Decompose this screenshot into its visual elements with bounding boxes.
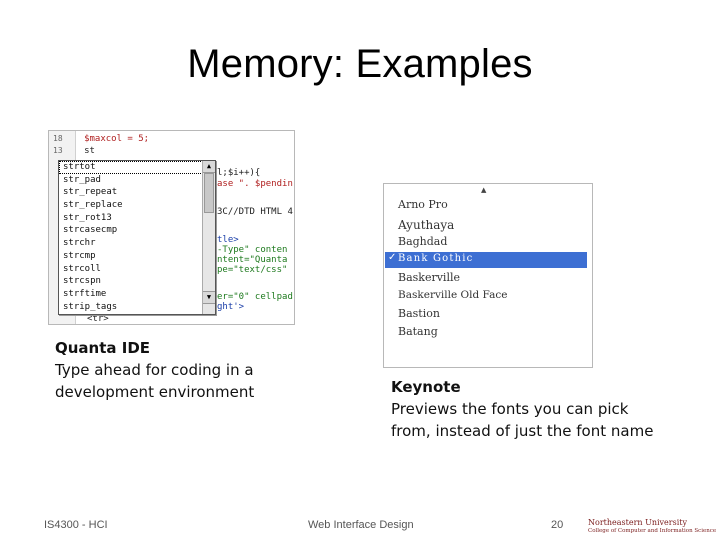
line-number: 18 bbox=[53, 134, 63, 143]
code-text: 3C//DTD HTML 4 bbox=[217, 207, 293, 217]
scrollbar-thumb[interactable] bbox=[204, 173, 214, 213]
code-line: ase ". $pendin bbox=[217, 179, 293, 189]
code-text: ntent="Quanta bbox=[217, 255, 288, 265]
code-text: ase ". $pendin bbox=[217, 179, 293, 189]
autocomplete-item[interactable]: strip_tags bbox=[63, 301, 118, 312]
keynote-caption: Keynote Previews the fonts you can pick … bbox=[391, 376, 653, 442]
footer-lecture-title: Web Interface Design bbox=[308, 519, 414, 531]
autocomplete-item[interactable]: str_pad bbox=[63, 174, 101, 185]
code-line: tle> bbox=[217, 235, 239, 245]
font-menu-item[interactable]: Ayuthaya bbox=[398, 218, 455, 232]
university-logo: Northeastern University College of Compu… bbox=[588, 518, 716, 538]
autocomplete-item[interactable]: strftime bbox=[63, 288, 107, 299]
code-text: $maxcol = 5; bbox=[84, 134, 150, 144]
font-menu-item-selected[interactable]: Bank Gothic bbox=[398, 253, 474, 264]
logo-university-name: Northeastern University bbox=[588, 518, 688, 527]
quanta-caption-title: Quanta IDE bbox=[55, 339, 151, 357]
code-line: ntent="Quanta bbox=[217, 255, 287, 265]
logo-college-name: College of Computer and Information Scie… bbox=[588, 528, 717, 534]
code-line: l;$i++){ bbox=[217, 168, 260, 178]
slide-title: Memory: Examples bbox=[187, 42, 533, 86]
code-line: -Type" conten bbox=[217, 245, 287, 255]
code-line: ght'> bbox=[217, 302, 244, 312]
font-menu-item[interactable]: Bastion bbox=[398, 307, 440, 320]
keynote-caption-title: Keynote bbox=[391, 378, 461, 396]
quanta-caption-line: development environment bbox=[55, 383, 255, 401]
menu-scroll-up-arrow-icon[interactable]: ▲ bbox=[481, 186, 487, 194]
code-text: <tr> bbox=[87, 314, 109, 324]
quanta-caption-line: Type ahead for coding in a bbox=[55, 361, 254, 379]
page-number: 20 bbox=[551, 519, 564, 531]
scroll-up-arrow-icon[interactable]: ▲ bbox=[203, 161, 215, 173]
quanta-caption: Quanta IDE Type ahead for coding in a de… bbox=[55, 337, 254, 403]
autocomplete-item[interactable]: strcspn bbox=[63, 276, 101, 287]
code-text: l;$i++){ bbox=[217, 168, 261, 178]
autocomplete-item[interactable]: strcoll bbox=[63, 263, 101, 274]
autocomplete-item[interactable]: str_rot13 bbox=[63, 212, 112, 223]
autocomplete-item[interactable]: strcasecmp bbox=[63, 225, 118, 236]
code-text: pe="text/css" bbox=[217, 265, 288, 275]
keynote-font-menu-screenshot: ▲ Arno Pro Ayuthaya Baghdad ✓ Bank Gothi… bbox=[383, 183, 593, 368]
keynote-caption-line: from, instead of just the font name bbox=[391, 422, 654, 440]
autocomplete-item[interactable]: strtot bbox=[59, 161, 215, 174]
scroll-down-arrow-icon[interactable]: ▼ bbox=[203, 291, 215, 304]
code-line: <tr> bbox=[87, 314, 109, 324]
font-menu-item[interactable]: Arno Pro bbox=[398, 198, 448, 211]
code-line: 13 st bbox=[53, 146, 95, 156]
font-menu-item[interactable]: Baskerville bbox=[398, 271, 460, 284]
autocomplete-item[interactable]: strcmp bbox=[63, 250, 96, 261]
font-menu-item[interactable]: Baghdad bbox=[398, 235, 448, 248]
quanta-ide-screenshot: 18 $maxcol = 5; 13 st l;$i++){ ase ". $p… bbox=[48, 130, 295, 325]
autocomplete-scrollbar[interactable]: ▲ ▼ bbox=[202, 161, 215, 314]
code-line: 3C//DTD HTML 4 bbox=[217, 207, 293, 217]
code-line: er="0" cellpad bbox=[217, 292, 293, 302]
autocomplete-item[interactable]: str_repeat bbox=[63, 187, 118, 198]
autocomplete-popup[interactable]: strtot str_pad str_repeat str_replace st… bbox=[58, 160, 216, 315]
code-line: 18 $maxcol = 5; bbox=[53, 134, 149, 144]
font-menu-item[interactable]: Batang bbox=[398, 325, 438, 338]
checkmark-icon: ✓ bbox=[388, 252, 397, 263]
font-menu-selection-highlight bbox=[385, 252, 587, 268]
code-line: pe="text/css" bbox=[217, 265, 287, 275]
code-text: tle> bbox=[217, 235, 239, 245]
code-text: -Type" conten bbox=[217, 245, 288, 255]
line-number: 13 bbox=[53, 146, 63, 155]
footer-course: IS4300 - HCI bbox=[44, 519, 108, 531]
font-menu-item[interactable]: Baskerville Old Face bbox=[398, 289, 508, 301]
keynote-caption-line: Previews the fonts you can pick bbox=[391, 400, 629, 418]
code-text: ght'> bbox=[217, 302, 245, 312]
code-text: er="0" cellpad bbox=[217, 292, 293, 302]
code-text: st bbox=[84, 146, 95, 156]
autocomplete-item[interactable]: str_replace bbox=[63, 200, 123, 211]
autocomplete-item[interactable]: strchr bbox=[63, 238, 96, 249]
